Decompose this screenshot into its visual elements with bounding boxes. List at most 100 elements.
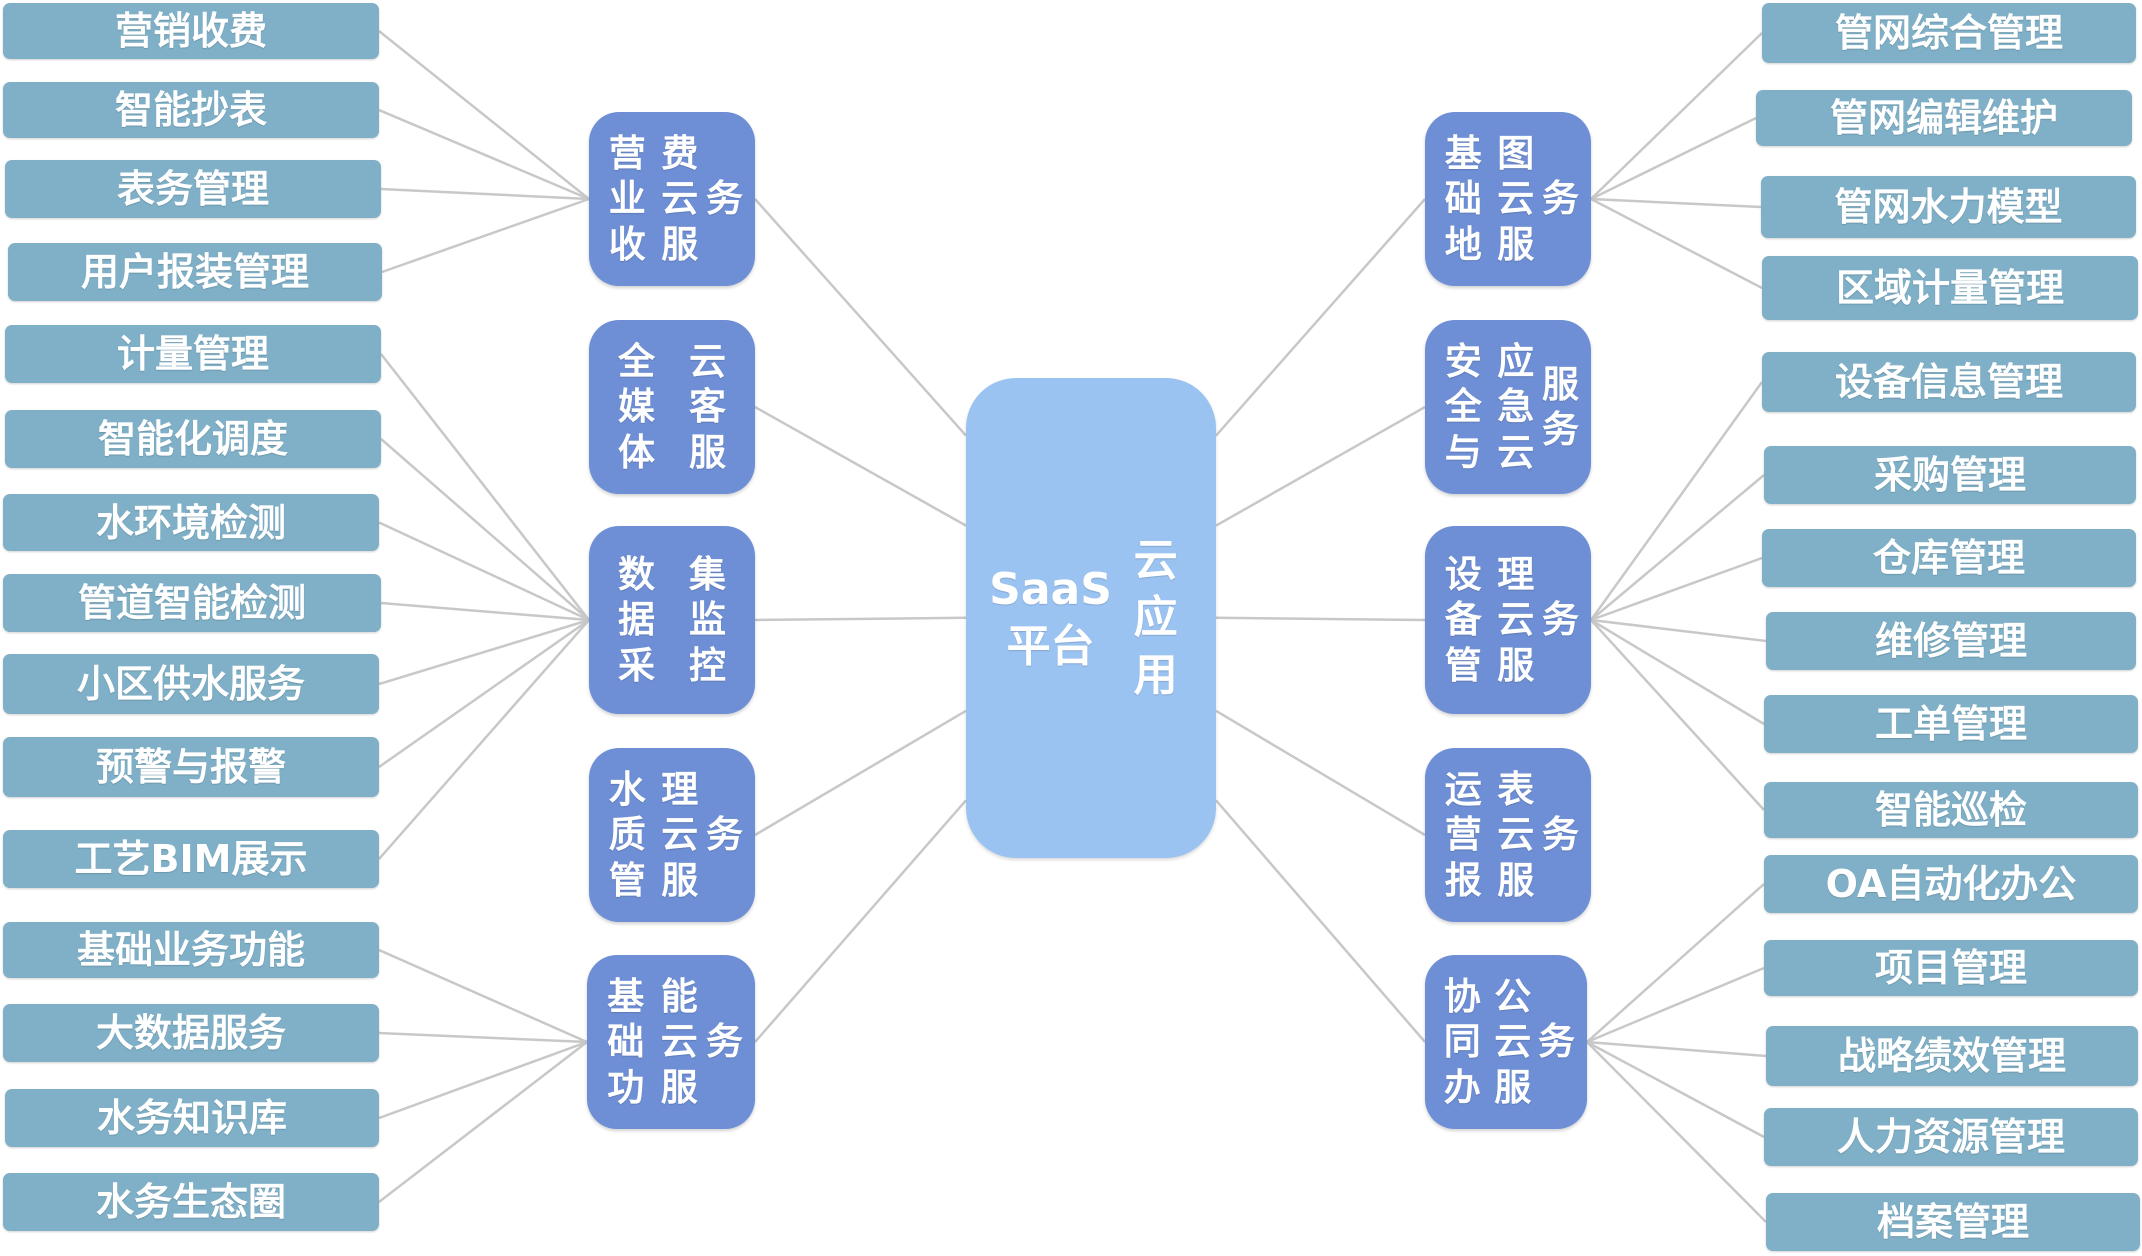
connector-line [754, 709, 967, 837]
leaf-node: 管网综合管理 [1762, 3, 2136, 63]
leaf-node: OA自动化办公 [1764, 855, 2138, 913]
service-label-line: 表云服 [1497, 768, 1535, 902]
leaf-node: 智能抄表 [3, 82, 379, 138]
service-node: 全媒体云客服 [589, 320, 755, 494]
leaf-node: 营销收费 [3, 3, 379, 59]
service-label-line: 数据采 [618, 553, 655, 687]
service-node: 水质管理云服务 [589, 748, 755, 922]
service-node: 设备管理云服务 [1425, 526, 1591, 714]
connector-line [378, 618, 590, 769]
connector-line [1590, 116, 1757, 201]
leaf-node: 智能巡检 [1764, 782, 2138, 838]
connector-line [1590, 618, 1767, 643]
connector-line [378, 1040, 588, 1120]
connector-line [380, 438, 590, 621]
service-label-line: 务 [1542, 813, 1579, 857]
connector-line [380, 601, 590, 622]
connector-line [378, 30, 590, 200]
service-node: 运营报表云服务 [1425, 748, 1591, 922]
leaf-node: 人力资源管理 [1764, 1108, 2138, 1166]
leaf-node: 工艺BIM展示 [3, 830, 379, 888]
connector-line [1215, 198, 1426, 437]
service-label-line: 水质管 [608, 768, 646, 902]
service-label-line: 务 [1538, 1020, 1575, 1064]
connector-line [1215, 709, 1426, 837]
connector-line [754, 799, 967, 1043]
connector-line [1590, 474, 1765, 621]
connector-line [378, 108, 590, 201]
leaf-node: 水务生态圈 [3, 1173, 379, 1231]
service-label-line: 务 [1542, 598, 1579, 642]
connector-line [1589, 381, 1764, 621]
connector-line [1590, 32, 1763, 200]
leaf-node: 战略绩效管理 [1766, 1026, 2138, 1086]
leaf-node: 仓库管理 [1762, 529, 2136, 587]
leaf-node: 管网水力模型 [1761, 176, 2136, 238]
connector-line [1586, 1040, 1767, 1058]
connector-line [380, 187, 590, 201]
leaf-node: 小区供水服务 [3, 654, 379, 714]
service-label-line: 基础地 [1444, 132, 1482, 266]
connector-line [378, 1041, 588, 1203]
leaf-node: 采购管理 [1764, 446, 2136, 504]
service-label-line: 务 [1542, 177, 1579, 221]
service-label-line: 理云服 [661, 768, 699, 902]
leaf-node: 管道智能检测 [3, 574, 381, 632]
leaf-node: 区域计量管理 [1762, 256, 2138, 320]
service-label-line: 基础功 [607, 975, 645, 1109]
service-label-line: 运营报 [1444, 768, 1482, 902]
connector-line [754, 405, 967, 527]
center-label-line: 云应用 [1133, 535, 1178, 701]
connector-line [1590, 197, 1762, 209]
connector-line [1215, 405, 1426, 527]
service-label-line: 全媒体 [618, 340, 655, 474]
connector-line [1590, 618, 1765, 726]
leaf-node: 维修管理 [1766, 612, 2136, 670]
leaf-node: 项目管理 [1764, 940, 2138, 996]
connector-line [1590, 556, 1763, 622]
leaf-node: 用户报装管理 [8, 243, 382, 301]
service-label-line: 务 [706, 813, 743, 857]
leaf-node: 水务知识库 [5, 1089, 379, 1147]
service-node: 基础地图云服务 [1425, 112, 1591, 286]
connector-line [378, 618, 590, 686]
connector-line [378, 948, 588, 1044]
connector-line [1586, 1041, 1767, 1223]
connector-line [1215, 616, 1426, 622]
connector-line [1586, 966, 1765, 1044]
service-label-line: 公云服 [1494, 975, 1532, 1109]
connector-line [378, 521, 590, 622]
service-label-line: 务 [706, 177, 743, 221]
leaf-node: 工单管理 [1764, 695, 2138, 753]
service-label-line: 费云服 [661, 132, 699, 266]
connector-line [754, 616, 967, 622]
leaf-node: 管网编辑维护 [1756, 90, 2132, 146]
leaf-node: 智能化调度 [5, 410, 381, 468]
service-label-line: 理云服 [1497, 553, 1535, 687]
leaf-node: 水环境检测 [3, 494, 379, 551]
service-node: 营业收费云服务 [589, 112, 755, 286]
leaf-node: 基础业务功能 [3, 922, 379, 978]
service-label-line: 营业收 [608, 132, 646, 266]
service-label-line: 集监控 [689, 553, 726, 687]
connector-line [380, 353, 590, 621]
leaf-node: 计量管理 [5, 325, 381, 383]
service-label-line: 服务 [1542, 362, 1579, 451]
connector-line [1215, 799, 1426, 1043]
service-label-line: 设备管 [1444, 553, 1482, 687]
leaf-node: 设备信息管理 [1762, 352, 2136, 412]
service-label-line: 云客服 [689, 340, 726, 474]
connector-line [1586, 1040, 1765, 1139]
connector-line [1586, 883, 1765, 1043]
center-label-line: SaaS平台 [989, 563, 1112, 672]
service-label-line: 务 [706, 1020, 743, 1064]
connector-line [378, 1031, 588, 1044]
leaf-node: 大数据服务 [3, 1004, 379, 1062]
service-node: 基础功能云服务 [587, 955, 755, 1129]
service-label-line: 应急云 [1497, 340, 1535, 474]
service-node: 安全与应急云服务 [1425, 320, 1591, 494]
leaf-node: 表务管理 [5, 160, 381, 218]
connector-line [1590, 197, 1763, 290]
service-node: 协同办公云服务 [1425, 955, 1587, 1129]
